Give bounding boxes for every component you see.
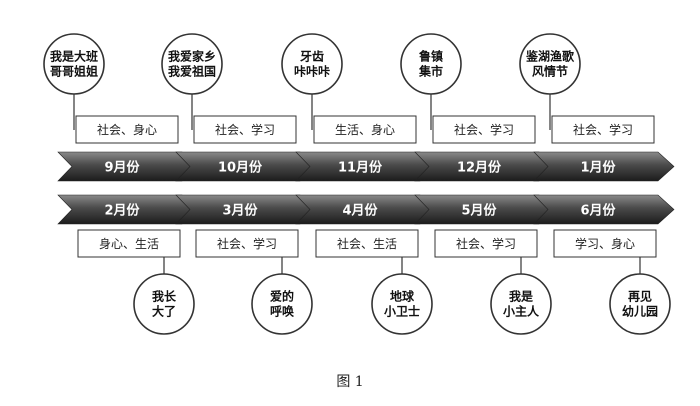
theme-circle xyxy=(161,33,223,95)
theme-label: 呼唤 xyxy=(270,304,294,319)
month-label: 5月份 xyxy=(461,203,497,219)
theme-circle xyxy=(43,33,105,95)
tag-box xyxy=(432,115,536,144)
month-label: 1月份 xyxy=(580,160,616,176)
tag-box xyxy=(551,115,655,144)
theme-label: 大了 xyxy=(152,304,176,319)
month-label: 3月份 xyxy=(222,203,258,219)
tag-box xyxy=(313,115,417,144)
theme-label: 牙齿 xyxy=(300,49,324,64)
tag-box xyxy=(434,229,538,258)
theme-circle xyxy=(400,33,462,95)
month-label: 12月份 xyxy=(457,160,502,176)
theme-circle xyxy=(281,33,343,95)
theme-label: 鲁镇 xyxy=(418,49,443,64)
theme-label: 鉴湖渔歌 xyxy=(525,49,575,64)
theme-label: 我爱家乡 xyxy=(168,49,216,64)
theme-circle xyxy=(371,273,433,335)
theme-label: 风情节 xyxy=(532,64,568,79)
tag-label: 社会、生活 xyxy=(337,236,397,251)
tag-box xyxy=(77,229,181,258)
theme-label: 小主人 xyxy=(503,304,540,319)
theme-label: 哥哥姐姐 xyxy=(50,64,98,79)
theme-label: 咔咔咔 xyxy=(294,64,330,79)
tag-label: 社会、学习 xyxy=(456,236,516,251)
theme-label: 我是大班 xyxy=(50,49,98,64)
theme-label: 我爱祖国 xyxy=(168,64,216,79)
theme-label: 幼儿园 xyxy=(622,304,658,319)
tag-box xyxy=(315,229,419,258)
tag-label: 社会、学习 xyxy=(215,122,275,137)
tag-label: 学习、身心 xyxy=(575,236,635,251)
tag-label: 生活、身心 xyxy=(335,122,395,137)
tag-box xyxy=(553,229,657,258)
month-label: 4月份 xyxy=(342,203,378,219)
month-label: 10月份 xyxy=(218,160,263,176)
theme-label: 小卫士 xyxy=(384,304,420,319)
month-label: 2月份 xyxy=(104,203,140,219)
theme-label: 集市 xyxy=(418,64,443,79)
tag-label: 社会、学习 xyxy=(573,122,633,137)
figure-caption: 图 1 xyxy=(336,374,364,390)
theme-label: 爱的 xyxy=(270,289,294,304)
month-label: 9月份 xyxy=(104,160,140,176)
bottom-row: 身心、生活2月份我长大了社会、学习3月份爱的呼唤社会、生活4月份地球小卫士社会、… xyxy=(57,194,675,335)
tag-box xyxy=(193,115,297,144)
tag-label: 身心、生活 xyxy=(99,236,159,251)
month-chevron xyxy=(533,194,675,225)
tag-box xyxy=(75,115,179,144)
theme-circle xyxy=(490,273,552,335)
tag-label: 社会、学习 xyxy=(454,122,514,137)
tag-box xyxy=(195,229,299,258)
theme-circle xyxy=(609,273,671,335)
theme-label: 地球 xyxy=(390,289,415,304)
tag-label: 社会、身心 xyxy=(97,122,157,137)
theme-label: 我长 xyxy=(152,289,177,304)
theme-label: 再见 xyxy=(628,290,652,304)
theme-circle xyxy=(133,273,195,335)
theme-circle xyxy=(251,273,313,335)
tag-label: 社会、学习 xyxy=(217,236,277,251)
theme-label: 我是 xyxy=(509,289,534,304)
month-label: 11月份 xyxy=(338,160,383,176)
theme-circle xyxy=(519,33,581,95)
month-chevron xyxy=(533,151,675,182)
month-label: 6月份 xyxy=(580,203,616,219)
